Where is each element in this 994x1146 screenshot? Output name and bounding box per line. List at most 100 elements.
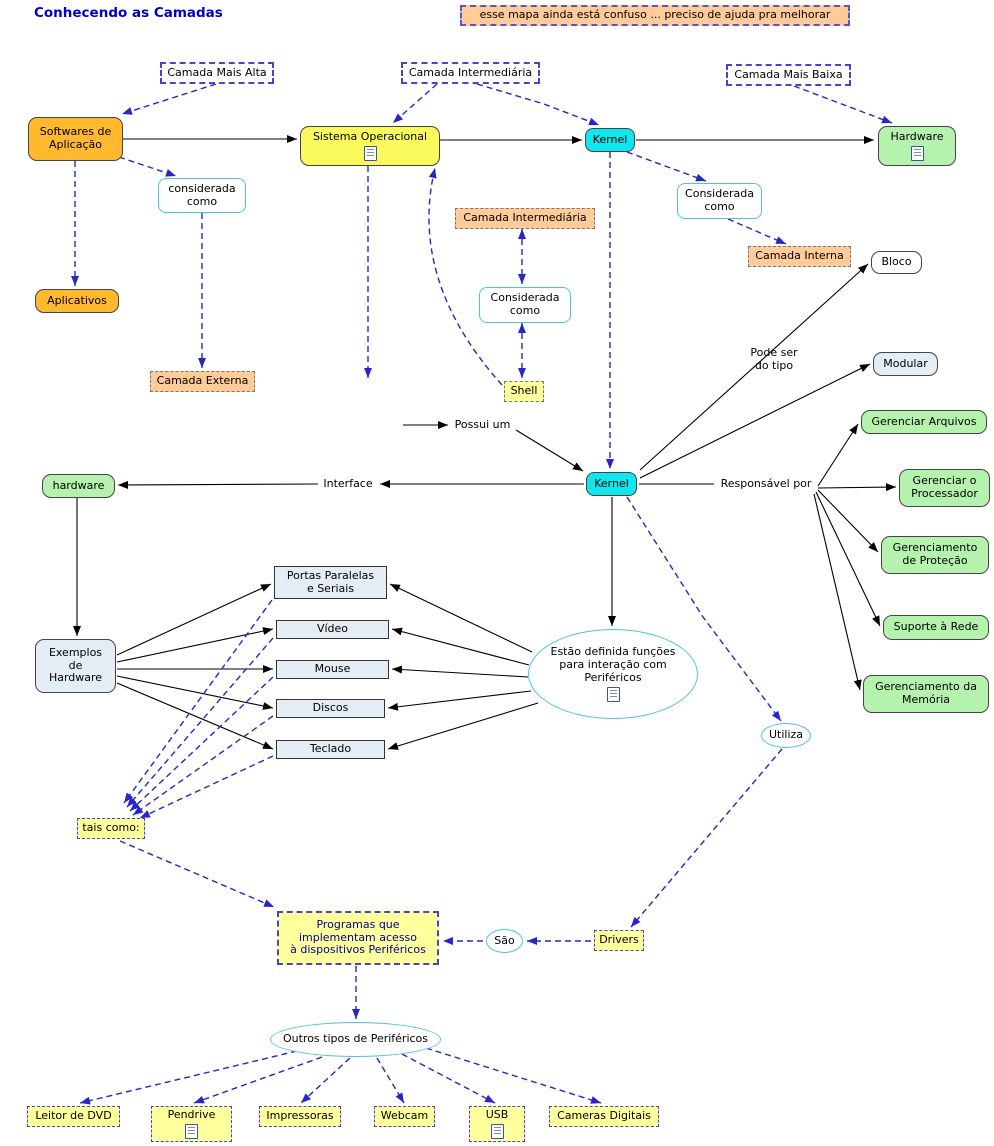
link-considerada-como-3-label: Considerada como bbox=[685, 187, 754, 213]
edge-exemplos-teclado bbox=[116, 682, 274, 750]
note-annotation[interactable]: esse mapa ainda está confuso ... preciso… bbox=[460, 5, 850, 26]
node-leitor-de-dvd-label: Leitor de DVD bbox=[35, 1109, 112, 1123]
edge-utiliza-drivers bbox=[630, 748, 783, 928]
resource-icon[interactable] bbox=[490, 1123, 504, 1139]
node-drivers[interactable]: Drivers bbox=[594, 930, 644, 951]
node-drivers-label: Drivers bbox=[599, 933, 639, 947]
label-camada-mais-baixa-label: Camada Mais Baixa bbox=[734, 67, 843, 81]
node-gerenciar-arquivos-label: Gerenciar Arquivos bbox=[871, 414, 977, 428]
link-possui-um[interactable]: Possui um bbox=[451, 417, 514, 434]
node-mouse[interactable]: Mouse bbox=[276, 660, 389, 679]
link-interface[interactable]: Interface bbox=[320, 476, 376, 493]
node-kernel-1[interactable]: Kernel bbox=[585, 128, 635, 152]
node-usb[interactable]: USB bbox=[469, 1106, 525, 1142]
edge-outros-webcam bbox=[376, 1057, 405, 1104]
resource-icon[interactable] bbox=[606, 686, 620, 702]
node-suporte-a-rede[interactable]: Suporte à Rede bbox=[883, 615, 989, 640]
edge-considerada3-interna bbox=[727, 218, 787, 245]
node-impressoras[interactable]: Impressoras bbox=[259, 1106, 341, 1127]
node-kernel-1-label: Kernel bbox=[592, 132, 628, 146]
node-video[interactable]: Vídeo bbox=[276, 620, 389, 639]
label-camada-mais-alta-label: Camada Mais Alta bbox=[167, 65, 267, 79]
edge-teclado-taiscomo bbox=[139, 755, 274, 819]
node-camada-intermediaria[interactable]: Camada Intermediária bbox=[455, 208, 595, 229]
edge-funcoes-portas bbox=[389, 583, 533, 653]
node-bloco[interactable]: Bloco bbox=[871, 251, 922, 274]
link-responsavel-por[interactable]: Responsável por bbox=[716, 476, 816, 493]
node-sistema-operacional-label: Sistema Operacional bbox=[312, 130, 428, 144]
node-aplicativos[interactable]: Aplicativos bbox=[35, 289, 119, 313]
node-usb-label: USB bbox=[485, 1108, 509, 1122]
edge-kernel2-utiliza bbox=[626, 496, 782, 722]
edge-funcoes-discos bbox=[387, 690, 532, 711]
resource-icon[interactable] bbox=[185, 1123, 198, 1139]
node-camada-externa[interactable]: Camada Externa bbox=[150, 371, 255, 392]
node-modular[interactable]: Modular bbox=[873, 352, 938, 376]
edge-softwares-considerada1 bbox=[118, 156, 177, 177]
node-pendrive[interactable]: Pendrive bbox=[151, 1106, 232, 1142]
edge-discos-taiscomo bbox=[132, 715, 274, 816]
link-outros-tipos-de-perifericos[interactable]: Outros tipos de Periféricos bbox=[270, 1022, 441, 1057]
node-sistema-operacional[interactable]: Sistema Operacional bbox=[300, 126, 440, 166]
link-estao-definida-funcoes[interactable]: Estão definida funções para interação co… bbox=[528, 629, 698, 719]
node-gerenciamento-de-protecao-label: Gerenciamento de Proteção bbox=[892, 541, 978, 567]
label-camada-intermediaria[interactable]: Camada Intermediária bbox=[401, 62, 540, 84]
label-camada-mais-alta[interactable]: Camada Mais Alta bbox=[160, 62, 274, 84]
node-gerenciamento-da-memoria-label: Gerenciamento da Memória bbox=[875, 680, 977, 706]
node-programas-drivers-label: Programas que implementam acesso à dispo… bbox=[290, 917, 426, 957]
edge-responsavel-rede bbox=[815, 491, 881, 627]
node-gerenciamento-de-protecao[interactable]: Gerenciamento de Proteção bbox=[881, 536, 989, 574]
node-discos[interactable]: Discos bbox=[276, 699, 385, 718]
link-interface-label: Interface bbox=[323, 477, 373, 491]
link-considerada-como-1[interactable]: considerada como bbox=[158, 178, 246, 213]
node-kernel-2[interactable]: Kernel bbox=[586, 472, 637, 496]
edge-funcoes-video bbox=[391, 627, 530, 666]
node-webcam[interactable]: Webcam bbox=[374, 1106, 435, 1127]
link-considerada-como-1-label: considerada como bbox=[168, 181, 236, 208]
node-shell[interactable]: Shell bbox=[504, 381, 544, 402]
edge-baixa-hardware1 bbox=[793, 85, 893, 124]
link-pode-ser-do-tipo[interactable]: Pode ser do tipo bbox=[744, 344, 804, 376]
page-title: Conhecendo as Camadas bbox=[34, 5, 264, 28]
node-exemplos-de-hardware[interactable]: Exemplos de Hardware bbox=[35, 639, 116, 693]
node-leitor-de-dvd[interactable]: Leitor de DVD bbox=[27, 1106, 120, 1127]
node-portas-paralelas-e-seriais[interactable]: Portas Paralelas e Seriais bbox=[274, 566, 387, 599]
node-programas-drivers[interactable]: Programas que implementam acesso à dispo… bbox=[277, 911, 439, 965]
node-gerenciamento-da-memoria[interactable]: Gerenciamento da Memória bbox=[863, 675, 989, 713]
edge-intermediaria-sistema bbox=[392, 83, 438, 124]
link-considerada-como-3[interactable]: Considerada como bbox=[677, 183, 762, 219]
link-utiliza[interactable]: Utiliza bbox=[761, 723, 811, 748]
node-hardware-2-label: hardware bbox=[52, 478, 105, 492]
node-aplicativos-label: Aplicativos bbox=[47, 293, 107, 307]
link-considerada-como-2[interactable]: Considerada como bbox=[479, 287, 571, 323]
node-tais-como-label: tais como: bbox=[82, 821, 140, 835]
node-cameras-digitais-label: Cameras Digitais bbox=[557, 1109, 651, 1123]
node-teclado[interactable]: Teclado bbox=[276, 740, 385, 759]
node-gerenciar-o-processador-label: Gerenciar o Processador bbox=[911, 474, 978, 500]
node-gerenciar-o-processador[interactable]: Gerenciar o Processador bbox=[899, 469, 990, 507]
node-camada-interna[interactable]: Camada Interna bbox=[748, 246, 851, 267]
edge-responsavel-protecao bbox=[817, 489, 879, 553]
edge-kernel2-bloco bbox=[639, 263, 869, 471]
node-softwares-de-aplicacao-label: Softwares de Aplicação bbox=[39, 125, 112, 151]
edge-shell-sistema bbox=[428, 167, 503, 386]
resource-icon[interactable] bbox=[910, 145, 924, 161]
node-hardware-1-label: Hardware bbox=[890, 130, 944, 144]
edge-outros-pendrive bbox=[193, 1056, 323, 1104]
node-gerenciar-arquivos[interactable]: Gerenciar Arquivos bbox=[861, 410, 987, 434]
label-camada-mais-baixa[interactable]: Camada Mais Baixa bbox=[726, 64, 851, 86]
node-video-label: Vídeo bbox=[316, 622, 349, 636]
node-softwares-de-aplicacao[interactable]: Softwares de Aplicação bbox=[28, 117, 123, 161]
edge-outros-usb bbox=[401, 1053, 496, 1104]
node-tais-como[interactable]: tais como: bbox=[77, 818, 145, 839]
node-exemplos-de-hardware-label: Exemplos de Hardware bbox=[48, 645, 103, 685]
node-cameras-digitais[interactable]: Cameras Digitais bbox=[549, 1106, 659, 1127]
link-sao[interactable]: São bbox=[486, 929, 523, 953]
node-camada-externa-label: Camada Externa bbox=[156, 374, 249, 388]
node-hardware-1[interactable]: Hardware bbox=[878, 126, 956, 166]
node-suporte-a-rede-label: Suporte à Rede bbox=[893, 620, 979, 634]
resource-icon[interactable] bbox=[363, 145, 377, 161]
node-modular-label: Modular bbox=[883, 356, 928, 370]
node-hardware-2[interactable]: hardware bbox=[42, 474, 115, 498]
